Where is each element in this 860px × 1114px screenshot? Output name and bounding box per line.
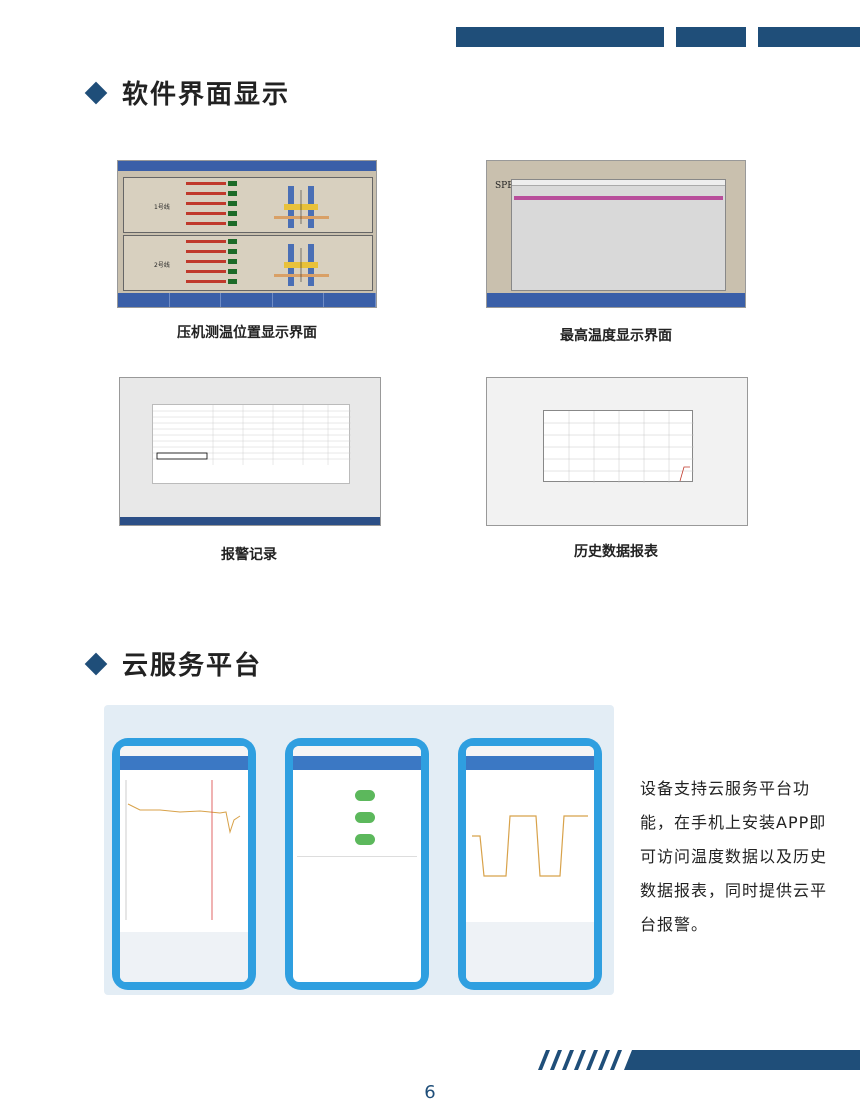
phone-3-screen [466,746,594,982]
section-title-cloud: 云服务平台 [84,645,263,682]
top-bar-2 [676,27,746,47]
alarm-table-grid [153,405,351,465]
phone-3 [458,738,602,990]
sensor-value [228,259,237,264]
toggle-switch[interactable] [355,790,375,801]
line-2-panel: 2号线 [123,235,373,291]
sensor-value [228,249,237,254]
sensor-value [228,181,237,186]
sensor-value [228,239,237,244]
max-temp-screenshot: SPEI [486,160,746,308]
phone-3-footer [466,922,594,982]
alarm-table [152,404,351,484]
status-bar [120,746,248,756]
line-2-label: 2号线 [154,262,170,269]
status-bar [466,746,594,756]
press-machine-icon [274,244,329,286]
sensor-label [186,192,226,195]
top-bar-1 [456,27,664,47]
press-machine-icon [274,186,329,228]
cloud-description: 设备支持云服务平台功能，在手机上安装APP即可访问温度数据以及历史数据报表，同时… [640,779,828,934]
spei-logo: SPEI [495,181,518,191]
phone-1-screen [120,746,248,982]
phone-3-chart [472,815,588,877]
history-report-screenshot [486,377,748,526]
section-title-text: 云服务平台 [122,651,263,681]
caption-alarm: 报警记录 [221,547,277,563]
phone-1-chart [125,780,241,920]
sensor-label [186,222,226,225]
screen-footer-nav [118,293,376,307]
sensor-label [186,212,226,215]
top-bar-3 [758,27,860,47]
caption-history: 历史数据报表 [574,544,658,560]
app-nav-bar [293,756,421,770]
press-monitor-screenshot: 1号线 2号线 [117,160,377,308]
section-title-software: 软件界面显示 [84,74,291,111]
sensor-label [186,202,226,205]
taskbar [120,517,380,525]
history-plot [543,410,694,483]
status-bar [293,746,421,756]
line-1-panel: 1号线 [123,177,373,233]
sensor-label [186,182,226,185]
sensor-value [228,221,237,226]
sensor-value [228,201,237,206]
sensor-value [228,211,237,216]
phone-2 [285,738,429,990]
alarm-record-screenshot [119,377,381,526]
sensor-value [228,269,237,274]
toggle-switch[interactable] [355,812,375,823]
diamond-bullet-icon [84,81,108,104]
screen-footer-nav [487,293,745,307]
toggle-switch[interactable] [355,834,375,845]
max-temp-dialog [511,179,726,291]
caption-press: 压机测温位置显示界面 [177,325,317,341]
sensor-label [186,250,226,253]
sensor-value [228,191,237,196]
diamond-bullet-icon [84,652,108,675]
phone-1 [112,738,256,990]
page-number: 6 [424,1082,436,1103]
sensor-label [186,270,226,273]
sensor-label [186,240,226,243]
line-1-label: 1号线 [154,204,170,211]
sensor-label [186,260,226,263]
phone-2-screen [293,746,421,982]
highlight-row [514,196,723,200]
phone-1-footer [120,932,248,982]
history-plot-grid [544,411,694,483]
app-nav-bar [120,756,248,770]
section-title-text: 软件界面显示 [122,80,291,110]
bottom-stripe-decoration [538,1050,860,1070]
sensor-label [186,280,226,283]
sensor-value [228,279,237,284]
caption-max-temp: 最高温度显示界面 [560,328,672,344]
app-nav-bar [466,756,594,770]
phone-2-list [297,856,417,966]
screen-header [118,161,376,171]
